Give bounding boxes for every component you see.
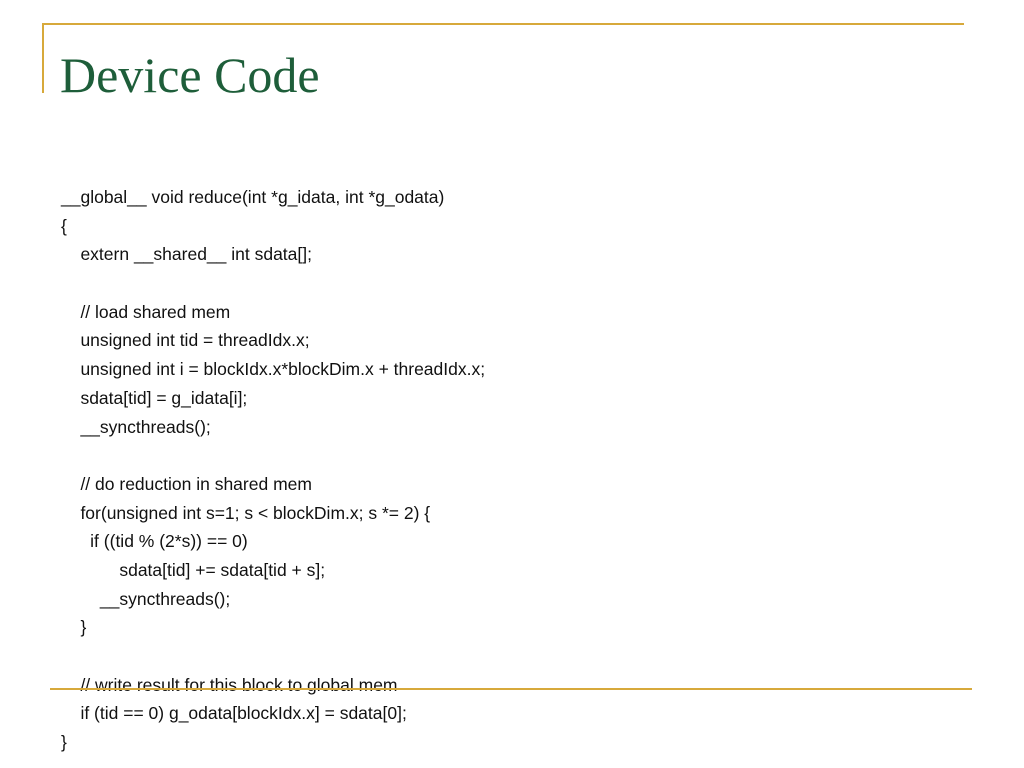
code-line: }: [61, 732, 67, 753]
code-line: [61, 642, 961, 671]
code-line: __syncthreads();: [61, 416, 211, 437]
code-line: extern __shared__ int sdata[];: [61, 244, 312, 265]
top-accent-rule: [42, 23, 964, 25]
code-line: sdata[tid] += sdata[tid + s];: [61, 559, 326, 580]
code-line: unsigned int tid = threadIdx.x;: [61, 330, 310, 351]
code-line: unsigned int i = blockIdx.x*blockDim.x +…: [61, 359, 486, 380]
code-line: }: [61, 617, 87, 638]
code-line: {: [61, 215, 67, 236]
code-line: if (tid == 0) g_odata[blockIdx.x] = sdat…: [61, 703, 407, 724]
bottom-accent-rule: [50, 688, 972, 690]
code-line: // write result for this block to global…: [61, 674, 398, 695]
left-accent-rule: [42, 23, 44, 93]
slide-title: Device Code: [60, 47, 320, 103]
code-line: __global__ void reduce(int *g_idata, int…: [61, 187, 445, 207]
code-line: // do reduction in shared mem: [61, 473, 312, 494]
code-line: sdata[tid] = g_idata[i];: [61, 387, 248, 408]
code-block: __global__ void reduce(int *g_idata, int…: [61, 183, 961, 757]
code-line: __syncthreads();: [61, 588, 231, 609]
code-line: // load shared mem: [61, 301, 231, 322]
code-line: if ((tid % (2*s)) == 0): [61, 531, 248, 552]
code-line: [61, 441, 961, 470]
code-line: [61, 269, 961, 298]
code-line: for(unsigned int s=1; s < blockDim.x; s …: [61, 502, 431, 523]
